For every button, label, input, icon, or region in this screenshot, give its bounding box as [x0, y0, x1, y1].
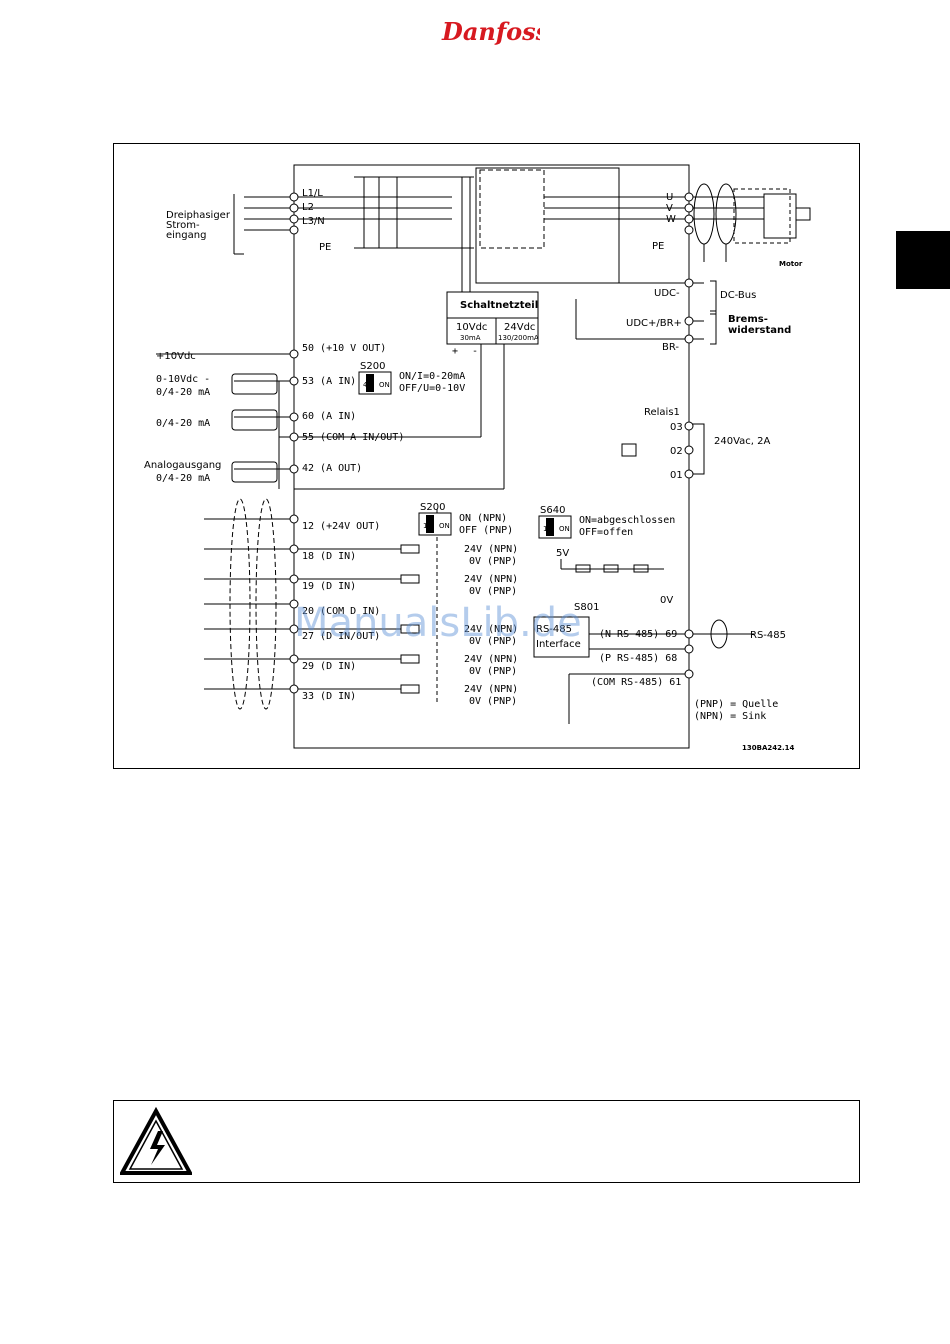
terminal-l3: L3/N: [302, 216, 325, 227]
terminal-27: 27 (D IN/OUT): [302, 631, 380, 642]
s200-digital-on-text: ON (NPN): [459, 513, 507, 524]
terminal-18: 18 (D IN): [302, 551, 356, 562]
level-pnp-27: 0V (PNP): [469, 636, 517, 647]
level-pnp-33: 0V (PNP): [469, 696, 517, 707]
terminal-55: 55 (COM A IN/OUT): [302, 432, 404, 443]
output-w: W: [666, 214, 676, 225]
ain60-label: 0/4-20 mA: [156, 418, 210, 429]
level-pnp-19: 0V (PNP): [469, 586, 517, 597]
rs485-0v: 0V: [660, 595, 673, 606]
s640-off-text: OFF=offen: [579, 527, 633, 538]
terminal-68: (P RS-485) 68: [599, 653, 677, 664]
aout-label-1: Analogausgang: [144, 460, 221, 471]
s200-analog-on-text: ON/I=0-20mA: [399, 371, 465, 382]
psu-title: Schaltnetzteil: [460, 300, 538, 311]
terminal-69: (N RS-485) 69: [599, 629, 677, 640]
relay-name: Relais1: [644, 407, 680, 418]
psu-plus: +: [452, 346, 458, 357]
wiring-diagram: Dreiphasiger Strom- eingang +10Vdc 0-10V…: [113, 143, 860, 769]
s640-on: ON: [559, 525, 570, 533]
s200-analog-off-text: OFF/U=0-10V: [399, 383, 465, 394]
warning-box: [113, 1100, 860, 1183]
s640-name: S640: [540, 505, 565, 516]
s200-digital-on: ON: [439, 522, 450, 530]
dc-bus-label: DC-Bus: [720, 290, 756, 301]
legend-npn: (NPN) = Sink: [694, 711, 766, 722]
psu-10v-current: 30mA: [460, 334, 481, 342]
terminal-l2: L2: [302, 202, 314, 213]
rs485-5v: 5V: [556, 548, 569, 559]
terminal-pe-left: PE: [319, 242, 331, 253]
legend-pnp: (PNP) = Quelle: [694, 699, 778, 710]
terminal-12: 12 (+24V OUT): [302, 521, 380, 532]
s200-analog-digit: 4: [363, 381, 368, 389]
relay-contact-01: 01: [670, 470, 683, 481]
level-npn-19: 24V (NPN): [464, 574, 518, 585]
high-voltage-warning-icon: [120, 1107, 192, 1175]
brand-name: Danfoss: [441, 17, 540, 46]
terminal-60: 60 (A IN): [302, 411, 356, 422]
s200-digital-name: S200: [420, 502, 445, 513]
ain53-label-1: 0-10Vdc -: [156, 374, 210, 385]
terminal-l1: L1/L: [302, 188, 323, 199]
level-npn-27: 24V (NPN): [464, 624, 518, 635]
level-npn-18: 24V (NPN): [464, 544, 518, 555]
brake-label-1: Brems-: [728, 314, 768, 325]
output-v: V: [666, 203, 673, 214]
terminal-42: 42 (A OUT): [302, 463, 362, 474]
brake-label-2: widerstand: [728, 325, 791, 336]
level-pnp-29: 0V (PNP): [469, 666, 517, 677]
s200-analog-on: ON: [379, 381, 390, 389]
rs485-interface-2: Interface: [536, 639, 581, 650]
udc-minus-label: UDC-: [654, 288, 680, 299]
mains-label-2: Strom-: [166, 220, 200, 231]
section-tab: [896, 231, 950, 289]
psu-24v: 24Vdc: [504, 322, 535, 333]
rs485-label: RS-485: [750, 630, 786, 641]
mains-label-1: Dreiphasiger: [166, 210, 231, 221]
rs485-interface-1: RS-485: [536, 624, 572, 635]
terminal-20: 20 (COM D IN): [302, 606, 380, 617]
terminal-53: 53 (A IN): [302, 376, 356, 387]
udc-plus-label: UDC+/BR+: [626, 318, 682, 329]
mains-label-3: eingang: [166, 230, 206, 241]
output-u: U: [666, 192, 673, 203]
terminal-29: 29 (D IN): [302, 661, 356, 672]
watermark: ManualsLib.de: [294, 600, 582, 646]
psu-24v-current: 130/200mA: [498, 334, 539, 342]
relay-rating: 240Vac, 2A: [714, 436, 770, 447]
terminal-61: (COM RS-485) 61: [591, 677, 681, 688]
br-minus-label: BR-: [662, 342, 679, 353]
psu-10v: 10Vdc: [456, 322, 487, 333]
s200-analog-name: S200: [360, 361, 385, 372]
danfoss-logo: Danfoss: [441, 17, 540, 46]
relay-contact-02: 02: [670, 446, 683, 457]
relay-contact-03: 03: [670, 422, 683, 433]
level-npn-33: 24V (NPN): [464, 684, 518, 695]
s801-label: S801: [574, 602, 599, 613]
ain53-label-2: 0/4-20 mA: [156, 387, 210, 398]
aout-label-2: 0/4-20 mA: [156, 473, 210, 484]
level-pnp-18: 0V (PNP): [469, 556, 517, 567]
drawing-id: 130BA242.14: [742, 744, 795, 752]
s640-digit: 1: [543, 525, 547, 533]
motor-label: Motor: [779, 260, 803, 268]
level-npn-29: 24V (NPN): [464, 654, 518, 665]
psu-minus: -: [472, 346, 478, 357]
terminal-50: 50 (+10 V OUT): [302, 343, 386, 354]
v10-label: +10Vdc: [156, 351, 196, 362]
s200-digital-off-text: OFF (PNP): [459, 525, 513, 536]
terminal-33: 33 (D IN): [302, 691, 356, 702]
s200-digital-digit: 1: [423, 522, 427, 530]
s640-on-text: ON=abgeschlossen: [579, 515, 675, 526]
terminal-19: 19 (D IN): [302, 581, 356, 592]
terminal-pe-right: PE: [652, 241, 664, 252]
